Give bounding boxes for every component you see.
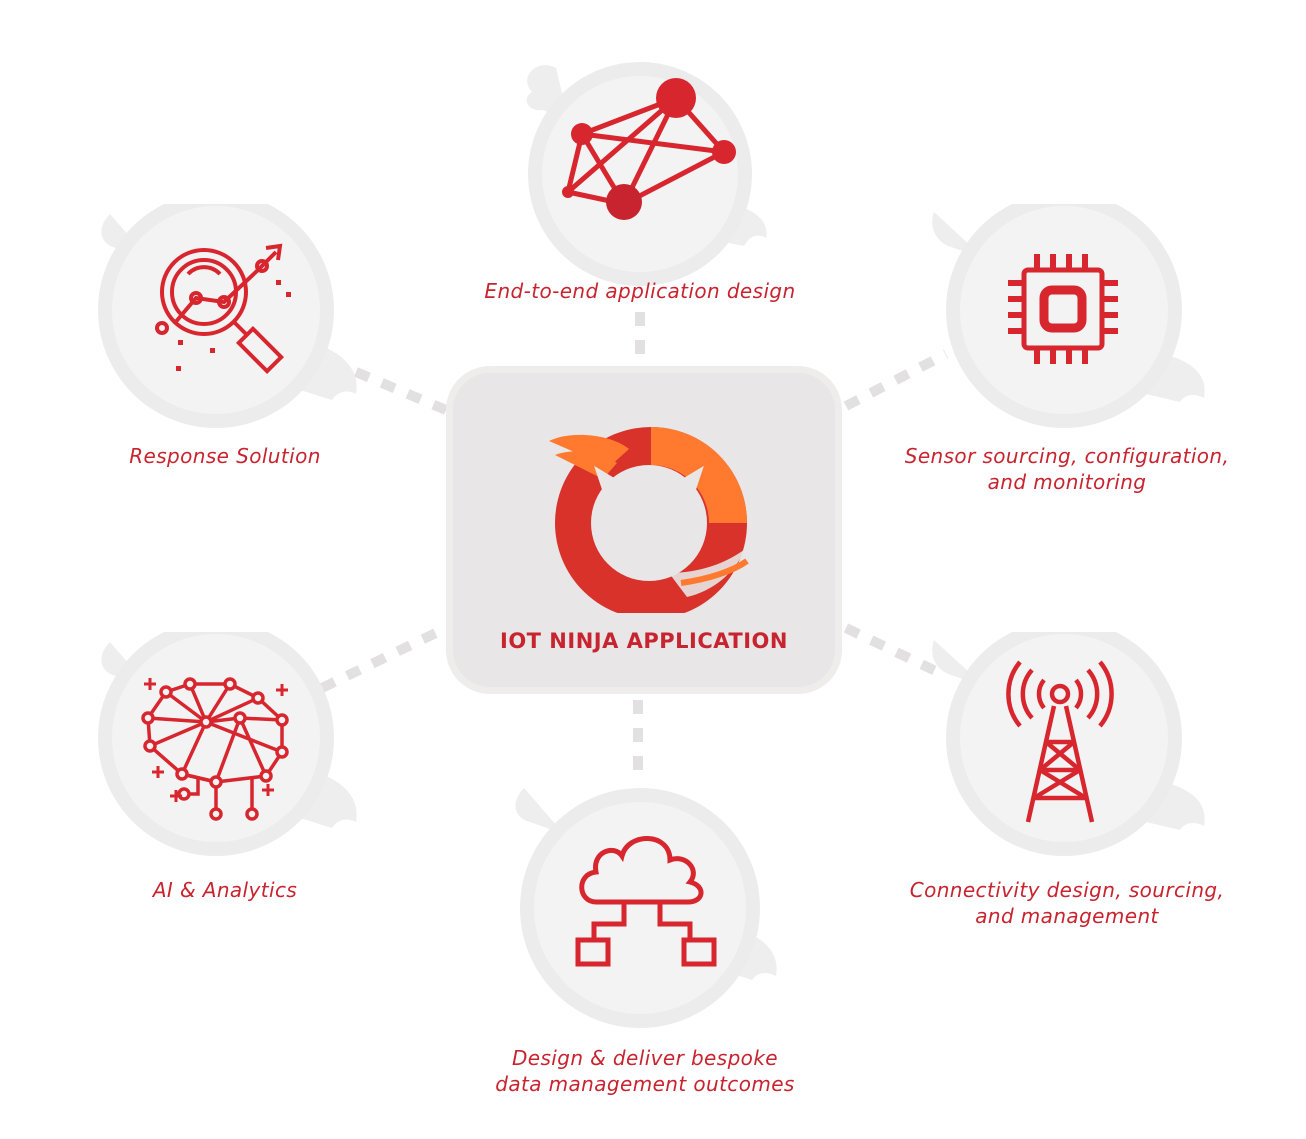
label-line: Connectivity design, sourcing, — [909, 878, 1225, 902]
label-line: Design & deliver bespoke — [511, 1046, 779, 1070]
antenna-tower-icon — [1006, 660, 1114, 823]
label-data-management: Design & deliver bespoke data management… — [440, 1045, 850, 1097]
node-ai-analytics — [86, 632, 366, 872]
center-title: IOT NINJA APPLICATION — [500, 629, 788, 653]
node-connectivity — [924, 632, 1214, 872]
label-line: Sensor sourcing, configuration, — [904, 444, 1230, 468]
node-response-solution — [86, 204, 366, 444]
label-ai-analytics: AI & Analytics — [152, 878, 298, 902]
center-card: IOT NINJA APPLICATION — [446, 366, 842, 694]
chip-icon — [1021, 267, 1105, 351]
connector-upper-left — [354, 367, 448, 415]
label-response-solution: Response Solution — [129, 444, 321, 468]
label-line: and management — [975, 904, 1159, 928]
label-connectivity: Connectivity design, sourcing, and manag… — [882, 877, 1252, 929]
connector-lower-left — [319, 623, 449, 693]
label-sensor-sourcing: Sensor sourcing, configuration, and moni… — [882, 443, 1252, 495]
label-application-design: End-to-end application design — [484, 279, 796, 303]
label-line: data management outcomes — [495, 1072, 795, 1096]
node-application-design — [508, 48, 788, 288]
connector-lower-right — [843, 623, 949, 681]
node-data-management — [500, 778, 790, 1038]
magnifier-analytics-icon — [155, 243, 285, 375]
connector-upper-right — [843, 349, 949, 411]
label-line: and monitoring — [987, 470, 1147, 494]
bubble-tail — [515, 788, 564, 834]
node-sensor-sourcing — [924, 204, 1214, 444]
cloud-network-icon — [575, 836, 717, 967]
fox-logo-icon — [549, 427, 749, 613]
